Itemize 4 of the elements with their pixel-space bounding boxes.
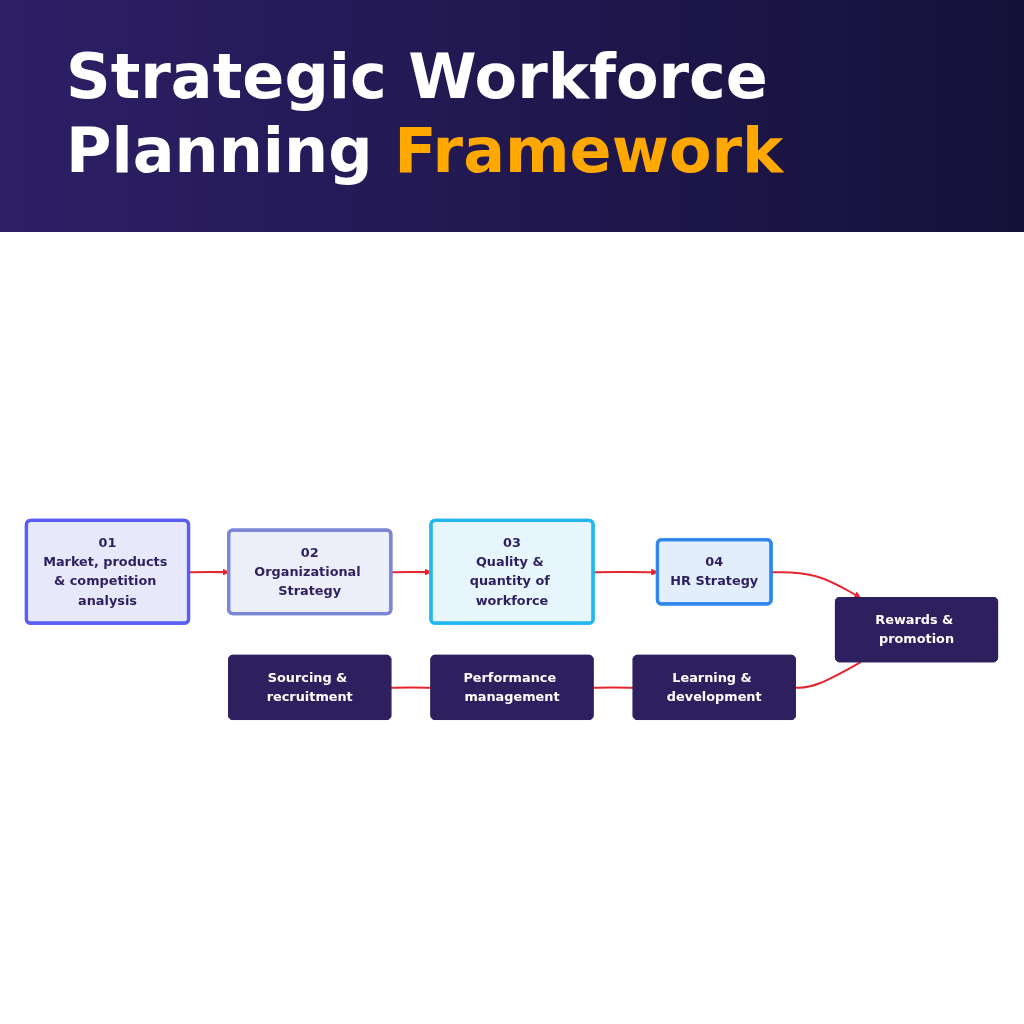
title: Strategic Workforce Planning Framework xyxy=(66,40,785,188)
connector xyxy=(593,686,634,689)
connector xyxy=(795,661,862,689)
connector xyxy=(391,686,432,689)
